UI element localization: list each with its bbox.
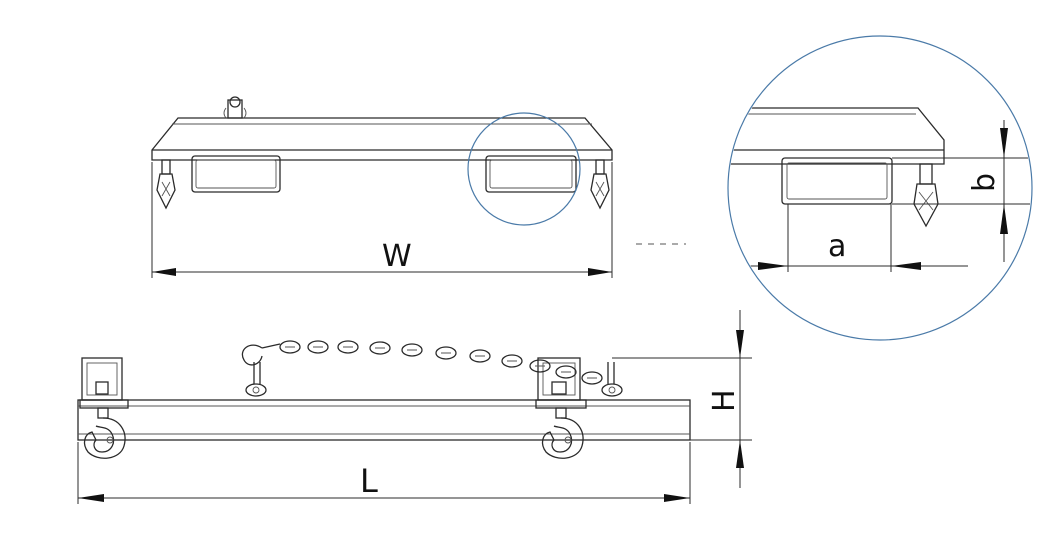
top-lifting-eye [223, 96, 247, 119]
detail-circle [467, 112, 581, 226]
detail-view-circle [727, 35, 1033, 341]
locking-pin-right [590, 159, 610, 210]
shackle-right [601, 362, 623, 397]
detail-view: a b [727, 35, 1033, 341]
side-pocket-right [535, 357, 587, 409]
dimension-h: H [612, 310, 752, 488]
dimension-label-w: W [382, 239, 412, 274]
hook-left-icon [83, 407, 126, 459]
dimension-label-a: a [828, 229, 846, 264]
dimension-w: W [151, 162, 613, 278]
lifting-chain [241, 340, 603, 385]
dimension-label-l: L [360, 462, 378, 500]
dimension-label-b: b [967, 173, 1002, 192]
side-view: H L [77, 310, 752, 504]
side-beam [77, 399, 691, 441]
locking-pin-left [156, 159, 176, 210]
side-pocket-left [79, 357, 129, 409]
hook-right-icon [541, 407, 584, 459]
dimension-label-h: H [707, 389, 742, 412]
fork-pocket-left [191, 155, 281, 193]
shackle-left [245, 362, 267, 397]
dimension-l: L [77, 442, 691, 504]
fork-pocket-right [485, 155, 577, 193]
detail-fork-pocket [781, 157, 893, 205]
top-view: W [151, 96, 686, 278]
